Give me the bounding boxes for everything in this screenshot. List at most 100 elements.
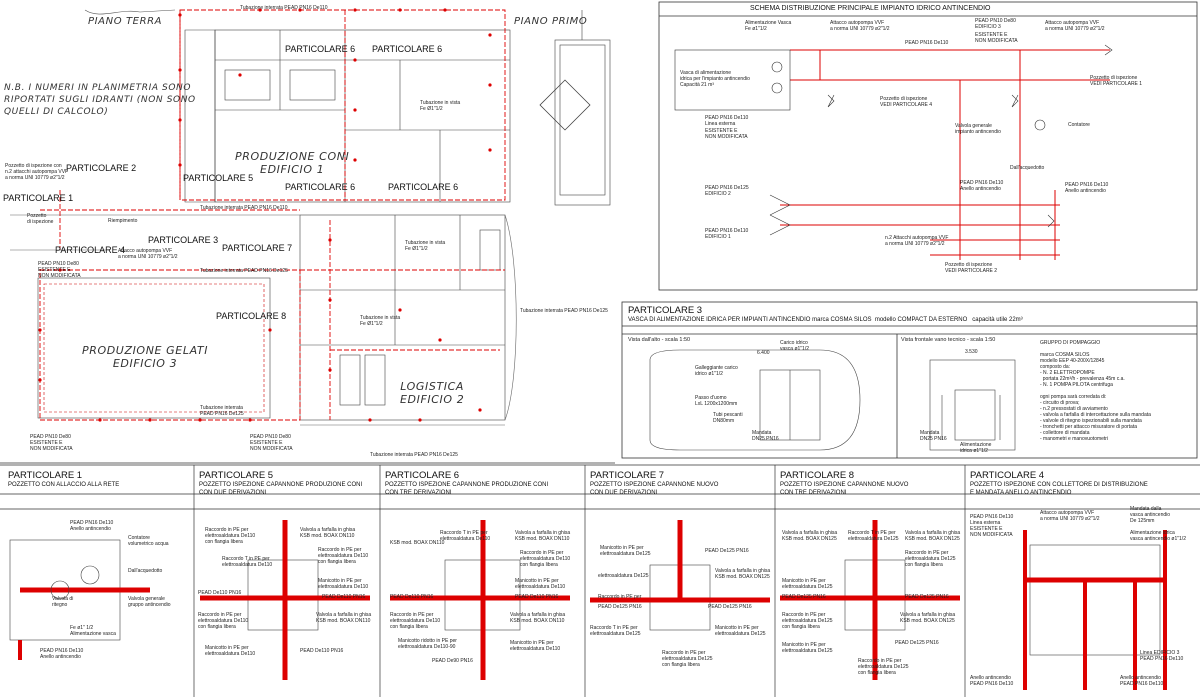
schema-linea-esterna: PEAD PN16 De110 Linea esterna: [705, 115, 749, 127]
d1-contatore: Contatore volumetrico acqua: [128, 535, 169, 547]
schema-attacco-2: Attacco autopompa VVF a norma UNI 10779 …: [1045, 20, 1105, 32]
p3-title: PARTICOLARE 3: [628, 305, 703, 316]
plan-p5: PARTICOLARE 5: [183, 173, 254, 183]
d4-title: PARTICOLARE 4: [970, 470, 1045, 481]
d1-sub: POZZETTO CON ALLACCIO ALLA RETE: [8, 482, 120, 488]
plan-p4: PARTICOLARE 4: [55, 245, 126, 255]
d8-f: PEAD De125 PN16: [782, 594, 826, 600]
d6-b: Raccordo T in PE per elettrosaldatura De…: [440, 530, 491, 542]
schema-box: [658, 1, 1198, 291]
detail-drawings: [9, 520, 1167, 690]
d5-k: PEAD De110 PN16: [300, 648, 344, 654]
d4-anello: Anello antincendio PEAD PN16 De110: [970, 675, 1014, 687]
d8-sub: POZZETTO ISPEZIONE CAPANNONE NUOVO CON T…: [780, 482, 909, 496]
schema-n2-attacchi: n.2 Attacchi autopompa VVF a norma UNI 1…: [885, 235, 949, 247]
d1-title: PARTICOLARE 1: [8, 470, 83, 481]
p3-mandata-2: Mandata DN25 PN16: [920, 430, 947, 442]
schema-alimentazione: Alimentazione Vasca Fe ø1"1/2: [745, 20, 792, 32]
d7-a: Manicotto in PE per elettrosaldatura De1…: [600, 545, 651, 557]
sheet-frame: [0, 462, 1200, 697]
d7-title: PARTICOLARE 7: [590, 470, 665, 481]
d6-c: Valvola a farfalla in ghisa KSB mod. BOA…: [515, 530, 571, 542]
p3-gruppo: GRUPPO DI POMPAGGIO marca COSMA SILOS mo…: [1040, 340, 1151, 442]
schema-attacco: Attacco autopompa VVF a norma UNI 10779 …: [830, 20, 890, 32]
d8-d: Raccordo in PE per elettrosaldatura De12…: [905, 550, 956, 568]
plan-p8: PARTICOLARE 8: [216, 311, 287, 321]
plan-tub-vista-1: Tubazione in vista Fe Ø1"1/2: [420, 100, 461, 112]
schema-vasca: Vasca di alimentazione idrica per l'impi…: [680, 70, 750, 88]
d6-title: PARTICOLARE 6: [385, 470, 460, 481]
d5-j: Manicotto in PE per elettrosaldatura De1…: [205, 645, 256, 657]
d8-a: Valvola a farfalla in ghisa KSB mod. BOA…: [782, 530, 838, 542]
d5-c: Valvola a farfalla in ghisa KSB mod. BOA…: [300, 527, 356, 539]
plan-tub-right: Tubazione interrata PEAD PN16 De125: [520, 308, 608, 314]
d4-linea: PEAD PN16 De110 Linea esterna ESISTENTE …: [970, 514, 1014, 538]
schema-anello: PEAD PN16 De110 Anello antincendio: [960, 180, 1004, 192]
edificio1-label: PRODUZIONE CONI EDIFICIO 1: [235, 150, 350, 176]
p3-alim: Alimentazione idrica ø1"1/2: [960, 442, 992, 454]
p3-dim-1: 6.400: [757, 350, 770, 356]
plan-pozzetto-allaccio: Pozzetto di ispezione con n.2 attacchi a…: [5, 163, 69, 181]
d6-e: Manicotto in PE per elettrosaldatura De1…: [515, 578, 566, 590]
plan-tub-vista-3: Tubazione in vista Fe Ø1"1/2: [360, 315, 401, 327]
d1-ritegno: Valvola di ritegno: [52, 596, 74, 608]
d1-acquedotto: Dall'acquedotto: [128, 568, 163, 574]
p3-dim-2: 3.530: [965, 349, 978, 355]
p3-drawings: [649, 349, 1016, 451]
schema-esistente: ESISTENTE E NON MODIFICATA: [975, 32, 1018, 44]
d4-alim: Alimentazione idrica vasca antincendio ø…: [1130, 530, 1186, 542]
d6-l: Manicotto in PE per elettrosaldatura De1…: [510, 640, 561, 652]
d8-e: Manicotto in PE per elettrosaldatura De1…: [782, 578, 833, 590]
d4-linea3: Linea EDIFICIO 3 PEAD PN16 De110: [1140, 650, 1184, 662]
d8-l: Raccordo in PE per elettrosaldatura De12…: [858, 658, 909, 676]
p3-tubi: Tubi pescanti DN80mm: [713, 412, 743, 424]
plan-tub-mid: Tubazione interrata PEAD PN16 De110: [200, 205, 288, 211]
d7-b: PEAD De125 PN16: [705, 548, 749, 554]
d4-sub: POZZETTO ISPEZIONE CON COLLETTORE DI DIS…: [970, 482, 1148, 496]
plan-esistente: PEAD PN10 De80 ESISTENTE E NON MODIFICAT…: [38, 261, 81, 279]
d1-fe: Fe ø1" 1/2 Alimentazione vasca: [70, 625, 116, 637]
d6-g: PEAD De110 PN16: [515, 594, 559, 600]
schema-anello-2: PEAD PN16 De110 Anello antincendio: [1065, 182, 1109, 194]
d5-f: PEAD De110 PN16: [198, 590, 242, 596]
d6-f: PEAD De110 PN16: [390, 594, 434, 600]
d6-sub: POZZETTO ISPEZIONE CAPANNONE PRODUZIONE …: [385, 482, 549, 496]
schema-pead-top: PEAD PN16 De110: [905, 40, 949, 46]
d6-k: PEAD De90 PN16: [432, 658, 473, 664]
p3-subtitle: VASCA DI ALIMENTAZIONE IDRICA PER IMPIAN…: [628, 317, 1023, 323]
d5-sub: POZZETTO ISPEZIONE CAPANNONE PRODUZIONE …: [199, 482, 363, 496]
d6-d: Raccordo in PE per elettrosaldatura De11…: [520, 550, 571, 568]
edificio3-label: PRODUZIONE GELATI EDIFICIO 3: [82, 344, 209, 370]
d7-f: PEAD De125 PN16: [598, 604, 642, 610]
schema-pozzetto-p1: Pozzetto di ispezione VEDI PARTICOLARE 1: [1090, 75, 1143, 87]
schema-acquedotto: Dall'acquedotto: [1010, 165, 1045, 171]
plan-pozzetto: Pozzetto di ispezione: [27, 213, 54, 225]
schema-edificio3: PEAD PN10 De80 EDIFICIO 3: [975, 18, 1016, 30]
d4-attacco: Attacco autopompa VVF a norma UNI 10779 …: [1040, 510, 1100, 522]
d5-title: PARTICOLARE 5: [199, 470, 274, 481]
d6-i: Valvola a farfalla in ghisa KSB mod. BOA…: [510, 612, 566, 624]
p3-galleggiante: Galleggiante carico idrico ø1"1/2: [695, 365, 738, 377]
hydrants: [38, 8, 492, 422]
schema-pozzetto-p4: Pozzetto di ispezione VEDI PARTICOLARE 4: [880, 96, 933, 108]
d5-b: Raccordo T in PE per elettrosaldatura De…: [222, 556, 273, 568]
d4-anello-2: Anello antincendio PEAD PN16 De110: [1120, 675, 1164, 687]
d8-c: Valvola a farfalla in ghisa KSB mod. BOA…: [905, 530, 961, 542]
plan-p2: PARTICOLARE 2: [66, 163, 137, 173]
p3-vista-frontale: Vista frontale vano tecnico - scala 1:50: [901, 337, 996, 343]
schema-title: SCHEMA DISTRIBUZIONE PRINCIPALE IMPIANTO…: [750, 5, 991, 12]
edificio2-label: LOGISTICA EDIFICIO 2: [400, 380, 465, 406]
d6-a: KSB mod. BOAX DN110: [390, 540, 445, 546]
plan-esistente-3: PEAD PN10 De80 ESISTENTE E NON MODIFICAT…: [250, 434, 293, 452]
d7-d: Valvola a farfalla in ghisa KSB mod. BOA…: [715, 568, 771, 580]
p3-passo: Passo d'uomo LxL 1200x1200mm: [695, 395, 738, 407]
plan-esistente-2: PEAD PN10 De80 ESISTENTE E NON MODIFICAT…: [30, 434, 73, 452]
schema-edificio2: PEAD PN16 De125 EDIFICIO 2: [705, 185, 749, 197]
d7-j: Raccordo in PE per elettrosaldatura De12…: [662, 650, 713, 668]
plan-riempimento: Riempimento: [108, 218, 138, 224]
plan-piping: [39, 9, 506, 421]
d8-h: Raccordo in PE per elettrosaldatura De12…: [782, 612, 833, 630]
plan-note: N.B. I NUMERI IN PLANIMETRIA SONO RIPORT…: [4, 83, 196, 117]
d5-i: Valvola a farfalla in ghisa KSB mod. BOA…: [316, 612, 372, 624]
